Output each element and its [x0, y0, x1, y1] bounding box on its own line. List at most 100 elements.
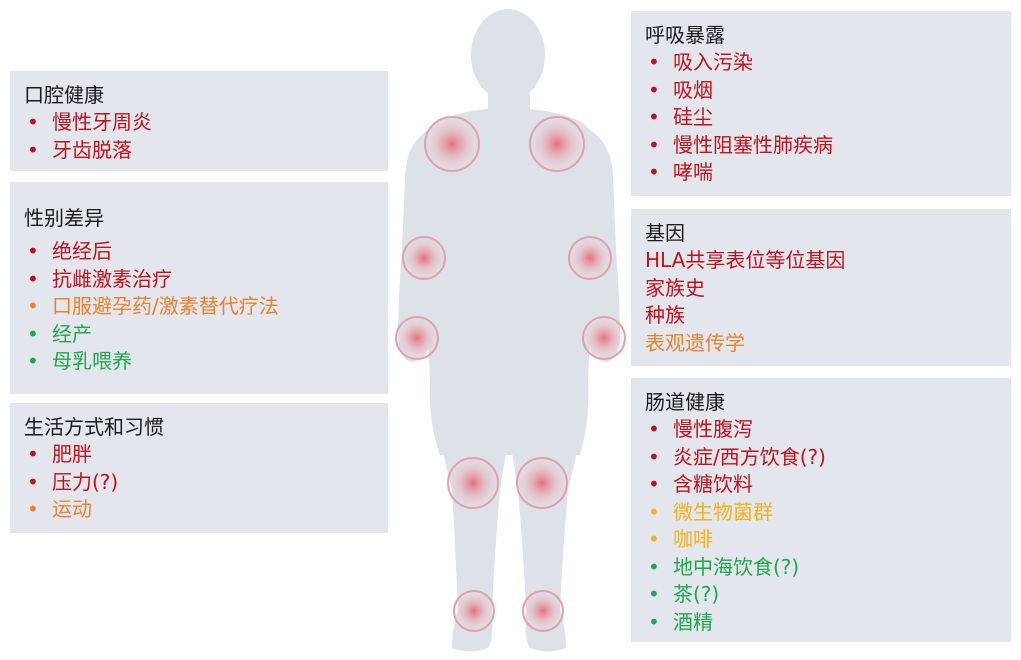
risk-factor-item: • 茶(?): [645, 581, 997, 609]
risk-factor-item: • 酒精: [645, 609, 997, 637]
bullet-icon: •: [27, 469, 39, 494]
joint-shoulder-left: [424, 116, 480, 172]
risk-factor-label: 炎症/西方饮食(?): [673, 444, 826, 469]
risk-factor-item: • 经产: [24, 321, 374, 349]
panel-gut-health: 肠道健康 •慢性腹泻•炎症/西方饮食(?)•含糖饮料•微生物菌群•咖啡•地中海饮…: [631, 378, 1011, 642]
bullet-icon: •: [27, 294, 39, 318]
risk-factor-item: • 硅尘: [645, 104, 997, 132]
risk-factor-item: • 母乳喂养: [24, 348, 374, 376]
risk-factor-item: •地中海饮食(?): [645, 554, 997, 582]
risk-factor-item: • 运动: [24, 496, 374, 524]
bullet-icon: •: [27, 239, 39, 263]
risk-factor-label: 咖啡: [673, 527, 713, 551]
risk-factor-label: 抗雌激素治疗: [52, 266, 172, 291]
risk-factor-item: • 慢性阻塞性肺疾病: [645, 132, 997, 160]
bullet-icon: •: [648, 609, 660, 634]
bullet-icon: •: [27, 110, 39, 134]
human-body-figure: [395, 9, 626, 652]
panel-title: 性别差异: [24, 206, 104, 230]
risk-factor-item: • 肥胖: [24, 441, 374, 469]
panel-sex-differences: 性别差异 •绝经后•抗雌激素治疗•口服避孕药/激素替代疗法•经产•母乳喂养: [10, 182, 388, 394]
bullet-icon: •: [648, 50, 660, 74]
risk-factor-label: 微生物菌群: [673, 499, 773, 524]
risk-factor-label: 慢性阻塞性肺疾病: [673, 132, 833, 157]
risk-factor-label: 吸入污染: [673, 50, 753, 74]
risk-factor-label: 经产: [52, 321, 92, 346]
bullet-icon: •: [27, 266, 39, 291]
risk-factor-item: • 含糖饮料: [645, 471, 997, 499]
risk-factor-item: 家族史: [645, 275, 997, 303]
risk-list: •肥胖•压力(?)•运动: [24, 441, 374, 524]
risk-factor-item: 种族: [645, 302, 997, 330]
risk-factor-item: • 炎症/西方饮食(?): [645, 444, 997, 472]
risk-list: •吸入污染•吸烟•硅尘•慢性阻塞性肺疾病•哮喘: [645, 49, 997, 187]
risk-list: • 慢性牙周炎 • 牙齿脱落: [24, 109, 374, 164]
joint-knee-left: [447, 457, 499, 509]
risk-factor-item: •吸烟: [645, 77, 997, 105]
risk-factor-label: 含糖饮料: [673, 472, 753, 496]
bullet-icon: •: [648, 132, 660, 157]
bullet-icon: •: [27, 497, 39, 521]
risk-factor-item: 表观遗传学: [645, 330, 997, 358]
risk-list: •绝经后•抗雌激素治疗•口服避孕药/激素替代疗法•经产•母乳喂养: [24, 238, 374, 376]
risk-factor-item: • 绝经后: [24, 238, 374, 266]
bullet-icon: •: [648, 105, 660, 129]
panel-title: 口腔健康: [24, 83, 104, 107]
risk-factor-item: • 慢性腹泻: [645, 416, 997, 444]
risk-factor-label: 运动: [52, 497, 92, 521]
bullet-icon: •: [648, 582, 660, 606]
risk-list: •慢性腹泻•炎症/西方饮食(?)•含糖饮料•微生物菌群•咖啡•地中海饮食(?)•…: [645, 416, 997, 636]
joint-highlights: [395, 116, 626, 632]
risk-factor-item: HLA共享表位等位基因: [645, 247, 997, 275]
bullet-icon: •: [27, 321, 39, 346]
risk-factor-label: 慢性腹泻: [673, 417, 753, 441]
panel-genes: 基因 HLA共享表位等位基因家族史种族表观遗传学: [631, 209, 1011, 366]
bullet-icon: •: [648, 417, 660, 441]
risk-factor-item: • 抗雌激素治疗: [24, 266, 374, 294]
panel-title: 基因: [645, 221, 685, 245]
risk-factor-label: 绝经后: [52, 239, 112, 263]
bullet-icon: •: [27, 137, 39, 162]
risk-factor-item: • 哮喘: [645, 159, 997, 187]
bullet-icon: •: [648, 160, 660, 184]
risk-factor-item: • 吸入污染: [645, 49, 997, 77]
risk-factor-label: 哮喘: [673, 160, 713, 184]
joint-ankle-left: [453, 590, 495, 632]
panel-lifestyle: 生活方式和习惯 •肥胖•压力(?)•运动: [10, 403, 388, 533]
risk-factor-item: • 牙齿脱落: [24, 137, 374, 165]
panel-oral-health: 口腔健康 • 慢性牙周炎 • 牙齿脱落: [10, 71, 388, 171]
panel-respiratory-exposure: 呼吸暴露 •吸入污染•吸烟•硅尘•慢性阻塞性肺疾病•哮喘: [631, 11, 1011, 196]
bullet-icon: •: [648, 444, 660, 469]
bullet-icon: •: [27, 442, 39, 466]
joint-elbow-left: [402, 236, 446, 280]
panel-title: 呼吸暴露: [645, 23, 725, 47]
bullet-icon: •: [648, 554, 660, 579]
risk-factor-label: 种族: [645, 303, 685, 327]
joint-elbow-right: [568, 236, 612, 280]
bullet-icon: •: [648, 472, 660, 496]
risk-factor-label: 牙齿脱落: [52, 137, 132, 162]
risk-factor-label: 慢性牙周炎: [52, 110, 152, 134]
risk-factor-label: 表观遗传学: [645, 330, 745, 355]
panel-title: 生活方式和习惯: [24, 415, 164, 439]
risk-list: HLA共享表位等位基因家族史种族表观遗传学: [645, 247, 997, 357]
risk-factor-item: • 微生物菌群: [645, 499, 997, 527]
joint-wrist-right: [582, 316, 626, 360]
joint-ankle-right: [522, 590, 564, 632]
bullet-icon: •: [648, 499, 660, 524]
joint-knee-right: [516, 457, 568, 509]
risk-factor-label: HLA共享表位等位基因: [645, 248, 846, 272]
joint-wrist-left: [395, 316, 439, 360]
risk-factor-label: 家族史: [645, 275, 705, 300]
risk-factor-label: 茶(?): [673, 582, 720, 606]
risk-factor-item: •压力(?): [24, 469, 374, 497]
risk-factor-label: 肥胖: [52, 442, 92, 466]
risk-factor-label: 母乳喂养: [52, 349, 132, 373]
panel-title: 肠道健康: [645, 390, 725, 414]
risk-factor-item: •咖啡: [645, 526, 997, 554]
bullet-icon: •: [27, 349, 39, 373]
risk-factor-label: 硅尘: [673, 105, 713, 129]
risk-factor-item: • 慢性牙周炎: [24, 109, 374, 137]
risk-factor-label: 酒精: [673, 609, 713, 634]
risk-factor-label: 吸烟: [673, 77, 713, 102]
